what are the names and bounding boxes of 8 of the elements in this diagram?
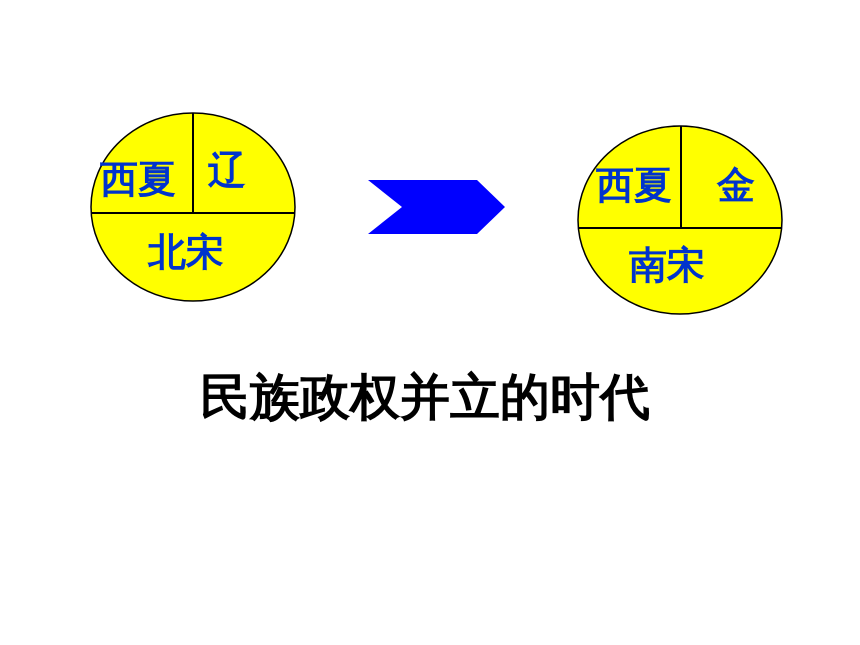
region-label: 西夏 (100, 159, 176, 199)
region-label: 辽 (208, 150, 246, 190)
region-label: 金 (717, 165, 755, 205)
region-label: 南宋 (629, 245, 705, 285)
caption: 民族政权并立的时代 (200, 368, 650, 426)
region-label: 西夏 (596, 165, 672, 205)
chevron-arrow (368, 180, 505, 234)
region-label: 北宋 (148, 232, 224, 272)
